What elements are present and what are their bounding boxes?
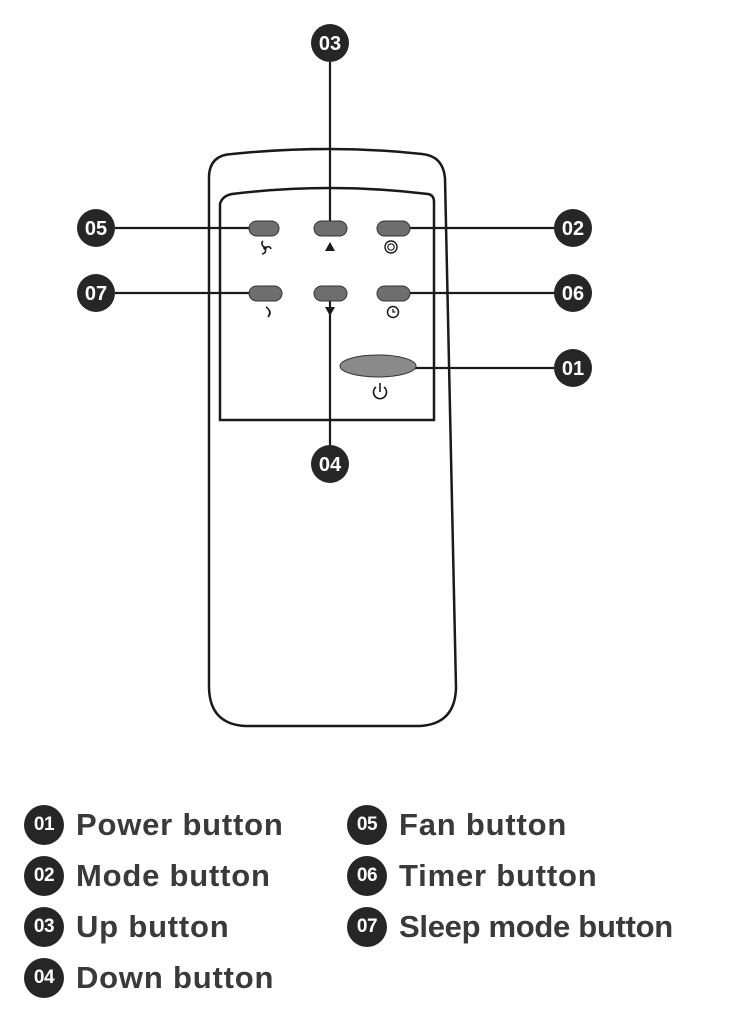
fan-icon bbox=[261, 240, 272, 255]
power-icon bbox=[372, 383, 388, 400]
legend-label: Mode button bbox=[76, 858, 271, 893]
legend-label: Down button bbox=[76, 960, 275, 995]
legend-item-down: 04 Down button bbox=[24, 958, 274, 998]
callout-number: 07 bbox=[85, 283, 107, 305]
legend-item-sleep: 07 Sleep mode button bbox=[347, 907, 673, 947]
legend-label: Up button bbox=[76, 909, 230, 944]
mode-icon bbox=[384, 240, 398, 254]
down-button[interactable] bbox=[313, 285, 348, 302]
legend-badge: 03 bbox=[24, 907, 64, 947]
callout-badge-06: 06 bbox=[554, 274, 592, 312]
timer-button[interactable] bbox=[376, 285, 411, 302]
callout-circle bbox=[554, 209, 592, 247]
clock-icon bbox=[386, 305, 400, 319]
callout-number: 04 bbox=[319, 454, 342, 476]
callout-badges: 01 02 03 04 05 06 07 bbox=[77, 24, 592, 483]
callout-circle bbox=[311, 445, 349, 483]
callout-badge-07: 07 bbox=[77, 274, 115, 312]
callout-number: 03 bbox=[319, 33, 341, 55]
legend-badge: 01 bbox=[24, 805, 64, 845]
mode-button[interactable] bbox=[376, 220, 411, 237]
down-triangle-icon bbox=[325, 307, 335, 316]
legend-badge: 02 bbox=[24, 856, 64, 896]
fan-button[interactable] bbox=[248, 220, 280, 237]
legend-label: Sleep mode button bbox=[399, 909, 673, 944]
legend-item-fan: 05 Fan button bbox=[347, 805, 567, 845]
callout-badge-05: 05 bbox=[77, 209, 115, 247]
callout-badge-01: 01 bbox=[554, 349, 592, 387]
legend-badge: 04 bbox=[24, 958, 64, 998]
callout-circle bbox=[77, 274, 115, 312]
legend-item-up: 03 Up button bbox=[24, 907, 230, 947]
legend-label: Power button bbox=[76, 807, 284, 842]
callout-number: 01 bbox=[562, 358, 584, 380]
callout-circle bbox=[554, 274, 592, 312]
callout-number: 06 bbox=[562, 283, 584, 305]
legend-label: Timer button bbox=[399, 858, 598, 893]
callout-badge-02: 02 bbox=[554, 209, 592, 247]
legend-item-power: 01 Power button bbox=[24, 805, 284, 845]
up-button[interactable] bbox=[313, 220, 348, 237]
legend-item-timer: 06 Timer button bbox=[347, 856, 597, 896]
callout-circle bbox=[554, 349, 592, 387]
callout-number: 02 bbox=[562, 218, 584, 240]
sleep-button[interactable] bbox=[248, 285, 283, 302]
callout-circle bbox=[77, 209, 115, 247]
legend-item-mode: 02 Mode button bbox=[24, 856, 271, 896]
callout-circle bbox=[311, 24, 349, 62]
legend-badge: 07 bbox=[347, 907, 387, 947]
callout-number: 05 bbox=[85, 218, 107, 240]
up-triangle-icon bbox=[325, 242, 335, 251]
moon-icon bbox=[265, 306, 271, 318]
power-button[interactable] bbox=[339, 354, 417, 378]
callout-badge-04: 04 bbox=[311, 445, 349, 483]
legend-badge: 06 bbox=[347, 856, 387, 896]
legend-badge: 05 bbox=[347, 805, 387, 845]
legend-label: Fan button bbox=[399, 807, 568, 842]
callout-badge-03: 03 bbox=[311, 24, 349, 62]
